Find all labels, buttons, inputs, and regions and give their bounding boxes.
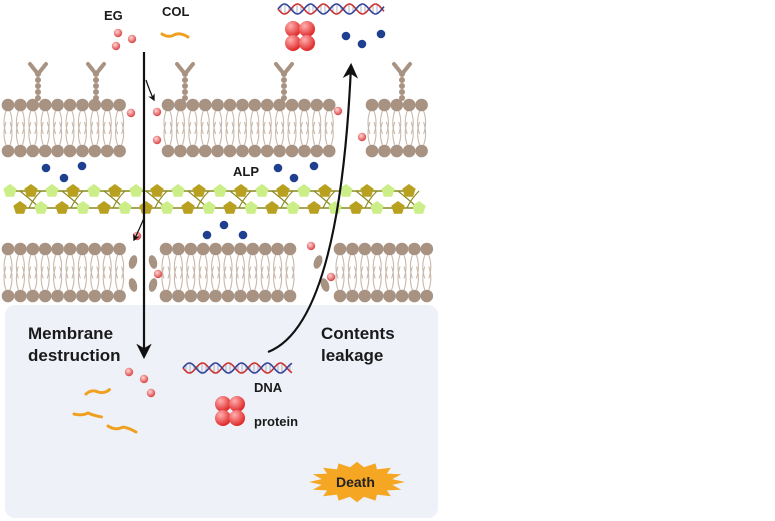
col-fibers	[72, 32, 190, 434]
membrane-destruction-label-line2: destruction	[28, 346, 121, 365]
col-label: COL	[162, 4, 190, 19]
surface-glycans	[28, 62, 412, 101]
contents-leakage-label-line1: Contents	[321, 324, 395, 343]
death-label: Death	[336, 474, 375, 490]
peptidoglycan-layer	[3, 184, 426, 214]
contents-leakage-arrow	[267, 62, 359, 354]
eg-label: EG	[104, 8, 123, 23]
inner-membrane	[1, 242, 434, 303]
membrane-destruction-label-line1: Membrane	[28, 324, 113, 343]
eg-particles	[111, 28, 367, 398]
protein-label: protein	[254, 414, 298, 429]
dna-label: DNA	[254, 380, 283, 395]
protein-cluster-top	[285, 21, 315, 51]
entry-arrow-inner	[133, 217, 145, 242]
protein-cluster-bottom	[215, 396, 245, 426]
alp-dots	[41, 29, 386, 240]
dna-strand-top	[277, 3, 385, 15]
contents-leakage-label-line2: leakage	[321, 346, 383, 365]
alp-label: ALP	[233, 164, 259, 179]
dna-strand-bottom	[182, 362, 293, 374]
entry-arrow-outer	[145, 79, 155, 102]
death-burst	[309, 461, 405, 503]
outer-membrane	[1, 98, 428, 158]
